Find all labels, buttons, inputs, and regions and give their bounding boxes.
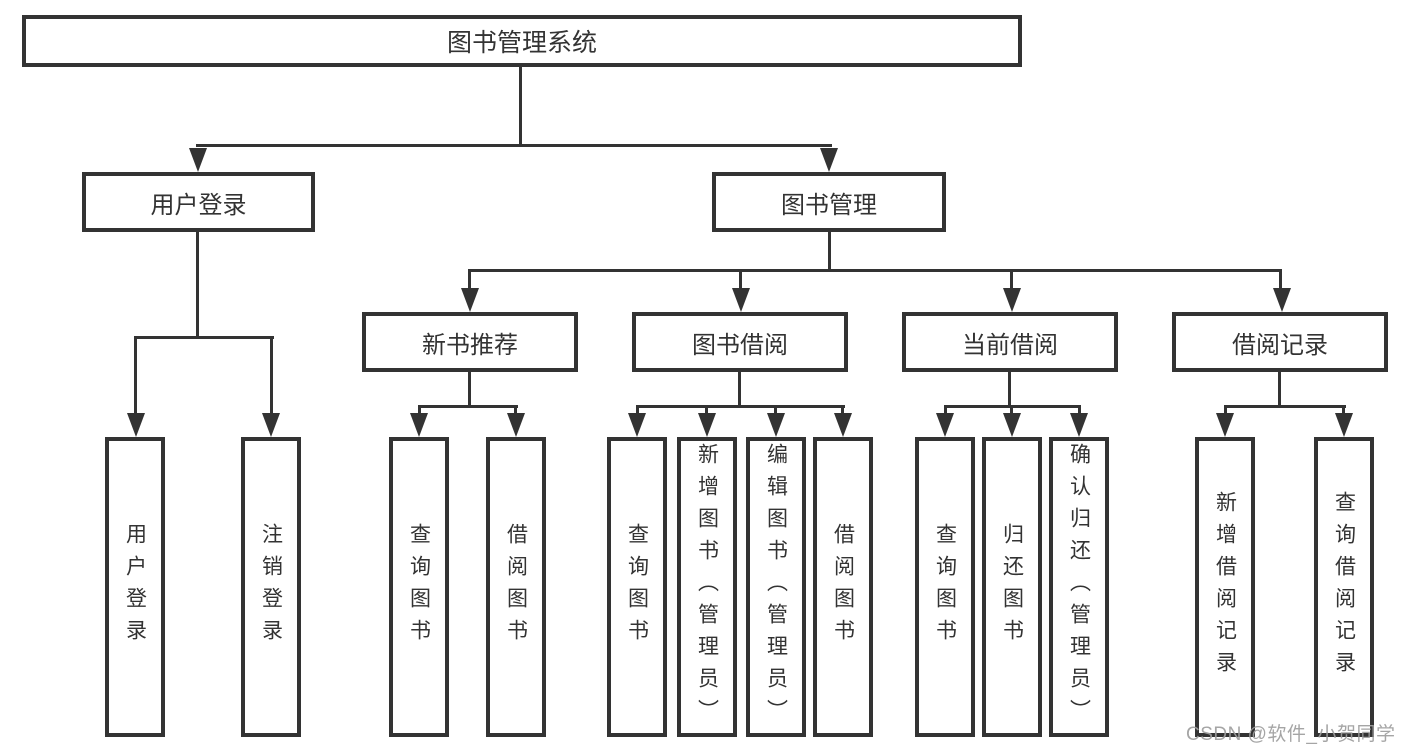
leaf-edit-book-admin-label: 编辑图书（管理员） [764,443,788,731]
leaf-borrow-books-borrowing: 借阅图书 [813,437,873,737]
leaf-add-borrow-record-label: 新增借阅记录 [1213,491,1237,683]
leaf-borrow-books-borrowing-label: 借阅图书 [831,523,855,651]
leaf-add-borrow-record: 新增借阅记录 [1195,437,1255,737]
arrowhead-down [1003,413,1021,437]
leaf-add-book-admin-label: 新增图书（管理员） [695,443,719,731]
connector-vline [196,232,199,338]
connector-vline [774,405,777,415]
connector-vline [944,405,947,415]
connector-vline [134,336,137,415]
leaf-user-login: 用户登录 [105,437,165,737]
leaf-return-books-label: 归还图书 [1000,523,1024,651]
leaf-borrow-books-recommend: 借阅图书 [486,437,546,737]
leaf-query-books-borrowing-label: 查询图书 [625,523,649,651]
leaf-query-books-recommend-label: 查询图书 [407,523,431,651]
leaf-query-borrow-record: 查询借阅记录 [1314,437,1374,737]
arrowhead-down [834,413,852,437]
connector-vline [270,336,273,415]
connector-vline [418,405,421,415]
leaf-add-book-admin: 新增图书（管理员） [677,437,737,737]
node-current-borrowing: 当前借阅 [902,312,1118,372]
node-book-management: 图书管理 [712,172,946,232]
arrowhead-down [262,413,280,437]
watermark: CSDN @软件_小贺同学 [1186,724,1396,745]
connector-vline [828,232,831,272]
leaf-confirm-return-admin-label: 确认归还（管理员） [1067,443,1091,731]
arrowhead-down [461,288,479,312]
connector-vline [468,269,471,291]
leaf-borrow-books-recommend-label: 借阅图书 [504,523,528,651]
arrowhead-down [1003,288,1021,312]
arrowhead-down [698,413,716,437]
connector-vline [705,405,708,415]
leaf-user-login-label: 用户登录 [123,523,147,651]
arrowhead-down [410,413,428,437]
connector-vline [1078,405,1081,415]
arrowhead-down [767,413,785,437]
connector-vline [636,405,639,415]
connector-vline [468,372,471,408]
node-new-book-recommendation-label: 新书推荐 [422,331,518,359]
connector-vline [1010,269,1013,291]
connector-vline [1224,405,1227,415]
connector-vline [841,405,844,415]
connector-vline [519,66,522,147]
arrowhead-down [127,413,145,437]
node-user-login-label: 用户登录 [150,191,247,219]
leaf-confirm-return-admin: 确认归还（管理员） [1049,437,1109,737]
leaf-return-books: 归还图书 [982,437,1042,737]
leaf-query-books-recommend: 查询图书 [389,437,449,737]
connector-vline [1008,372,1011,408]
connector-hline [636,405,845,408]
connector-hline [134,336,274,339]
leaf-logout: 注销登录 [241,437,301,737]
node-root-label: 图书管理系统 [446,29,597,57]
connector-hline [196,144,832,147]
leaf-query-books-borrowing: 查询图书 [607,437,667,737]
arrowhead-down [820,148,838,172]
node-borrowing-records: 借阅记录 [1172,312,1388,372]
connector-vline [1010,405,1013,415]
leaf-query-borrow-record-label: 查询借阅记录 [1332,491,1356,683]
arrowhead-down [189,148,207,172]
arrowhead-down [628,413,646,437]
arrowhead-down [936,413,954,437]
arrowhead-down [1335,413,1353,437]
node-book-management-label: 图书管理 [781,191,877,219]
leaf-edit-book-admin: 编辑图书（管理员） [746,437,806,737]
connector-hline [418,405,518,408]
node-current-borrowing-label: 当前借阅 [962,331,1058,359]
connector-vline [739,269,742,291]
node-new-book-recommendation: 新书推荐 [362,312,578,372]
leaf-query-books-current-label: 查询图书 [933,523,957,651]
connector-vline [514,405,517,415]
leaf-query-books-current: 查询图书 [915,437,975,737]
connector-vline [738,372,741,408]
arrowhead-down [1070,413,1088,437]
arrowhead-down [1273,288,1291,312]
node-book-borrowing-label: 图书借阅 [692,331,788,359]
connector-vline [1342,405,1345,415]
node-book-borrowing: 图书借阅 [632,312,848,372]
arrowhead-down [1216,413,1234,437]
connector-vline [1279,269,1282,291]
node-user-login: 用户登录 [82,172,315,232]
arrowhead-down [732,288,750,312]
node-borrowing-records-label: 借阅记录 [1232,331,1328,359]
connector-hline [1224,405,1346,408]
arrowhead-down [507,413,525,437]
connector-vline [1278,372,1281,408]
connector-hline [468,269,1282,272]
node-root: 图书管理系统 [22,15,1022,67]
leaf-logout-label: 注销登录 [259,523,283,651]
